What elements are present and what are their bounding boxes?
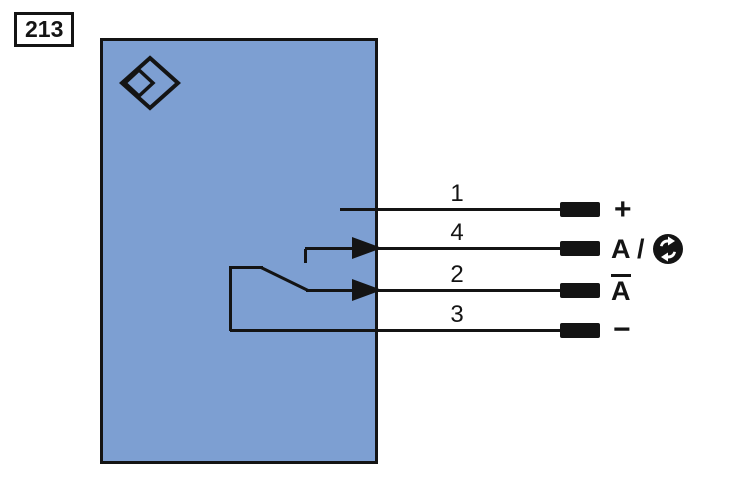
- wire-4-contact-stub: [304, 249, 307, 263]
- complementary-switching-icon: [653, 234, 683, 264]
- switch-pivot-line: [229, 266, 263, 269]
- wire-2-line: [306, 289, 562, 292]
- wire-4-output-arrow-icon: [352, 237, 382, 259]
- wire-1-number: 1: [450, 180, 464, 207]
- switch-common-vertical-line: [229, 266, 232, 331]
- wire-2-terminal-label: A: [611, 274, 631, 307]
- wire-3-line: [230, 329, 562, 332]
- wire-1-line: [340, 208, 562, 211]
- wire-2-output-arrow-icon: [352, 279, 382, 301]
- wire-3-number: 3: [450, 301, 464, 328]
- wire-2-number: 2: [450, 261, 464, 288]
- wire-4-terminal-label: A /: [611, 234, 645, 264]
- wire-2-terminal-block: [560, 283, 600, 298]
- figure-number-badge: 213: [14, 12, 75, 48]
- wire-4-terminal-block: [560, 241, 600, 256]
- sensor-body: [100, 38, 378, 464]
- figure-number: 213: [25, 16, 64, 42]
- diamond-proximity-sensor-icon: [119, 55, 181, 111]
- wire-3-terminal-label: −: [613, 313, 631, 346]
- wire-1-terminal-block: [560, 202, 600, 217]
- wire-3-terminal-block: [560, 323, 600, 338]
- wire-2-terminal-label-text: A: [611, 274, 631, 306]
- wire-4-line: [305, 247, 562, 250]
- wire-1-terminal-label: +: [614, 193, 632, 226]
- wire-4-number: 4: [450, 219, 464, 246]
